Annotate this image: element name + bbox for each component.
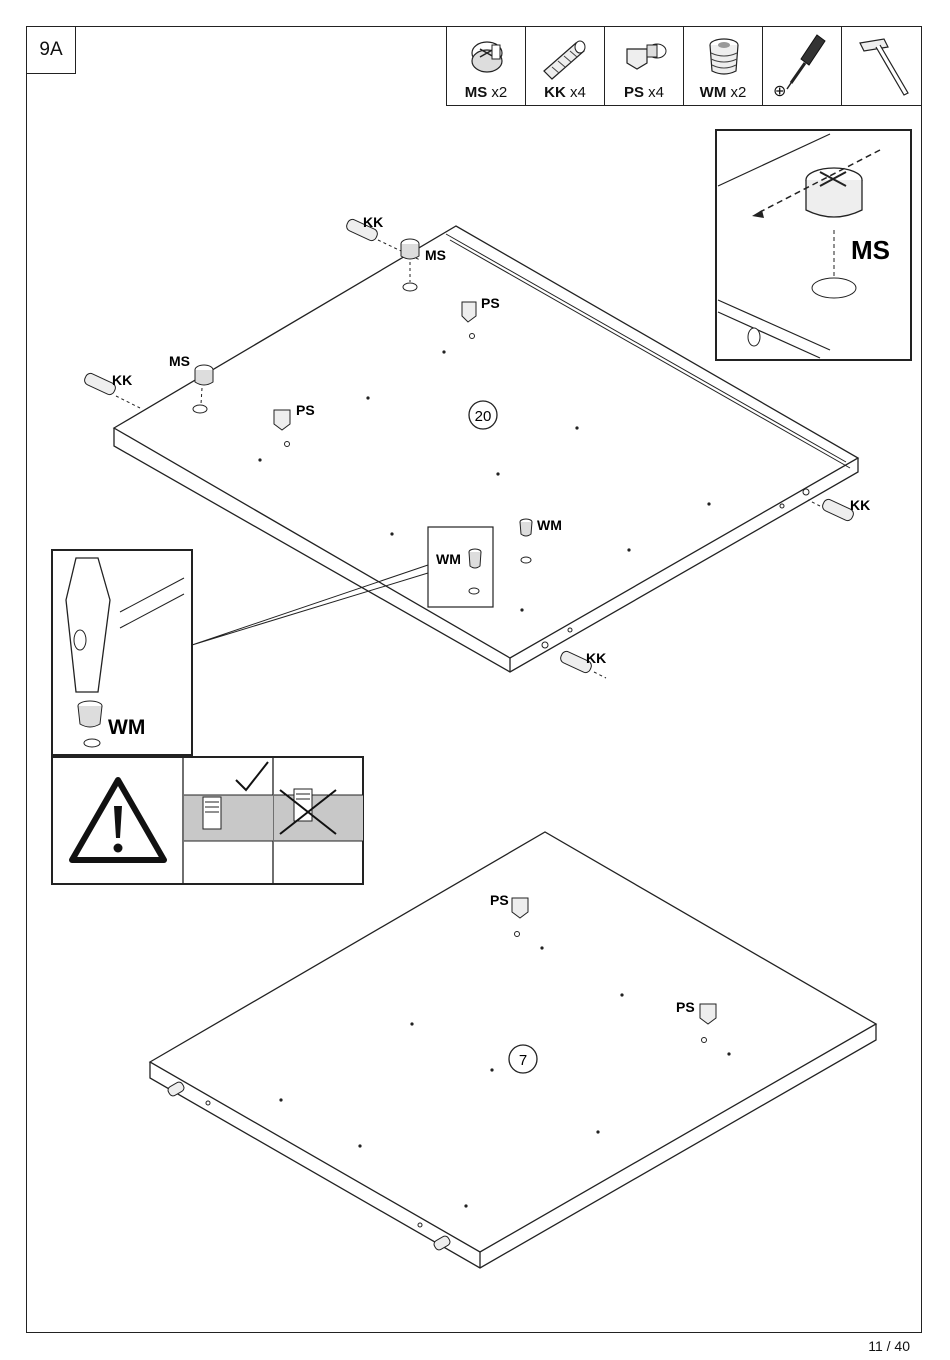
wm-detail-label: WM bbox=[108, 716, 145, 739]
label-kk-3: KK bbox=[850, 497, 870, 513]
label-ps-1: PS bbox=[481, 295, 500, 311]
dowel-inserted-1 bbox=[167, 1081, 186, 1098]
panel-7: 7 PS PS bbox=[150, 832, 876, 1268]
label-wm-1: WM bbox=[537, 517, 562, 533]
warning-table bbox=[52, 757, 363, 884]
label-kk-2: KK bbox=[112, 372, 132, 388]
label-ms-1: MS bbox=[425, 247, 446, 263]
hammer-wm-detail: WM bbox=[52, 550, 192, 755]
panel-20-number: 20 bbox=[475, 408, 492, 425]
dowel-inserted-2 bbox=[433, 1235, 452, 1252]
label-ps-2: PS bbox=[296, 402, 315, 418]
label-kk-1: KK bbox=[363, 214, 383, 230]
label-wm-callout: WM bbox=[436, 551, 461, 567]
page-number: 11 / 40 bbox=[868, 1338, 910, 1354]
label-kk-4: KK bbox=[586, 650, 606, 666]
label-ps-4: PS bbox=[676, 999, 695, 1015]
ms-detail-inset: MS bbox=[716, 130, 911, 360]
label-ms-2: MS bbox=[169, 353, 190, 369]
wm-callout-box bbox=[428, 527, 493, 607]
panel-7-number: 7 bbox=[519, 1052, 527, 1069]
label-ps-3: PS bbox=[490, 892, 509, 908]
ms-detail-label: MS bbox=[851, 235, 890, 265]
